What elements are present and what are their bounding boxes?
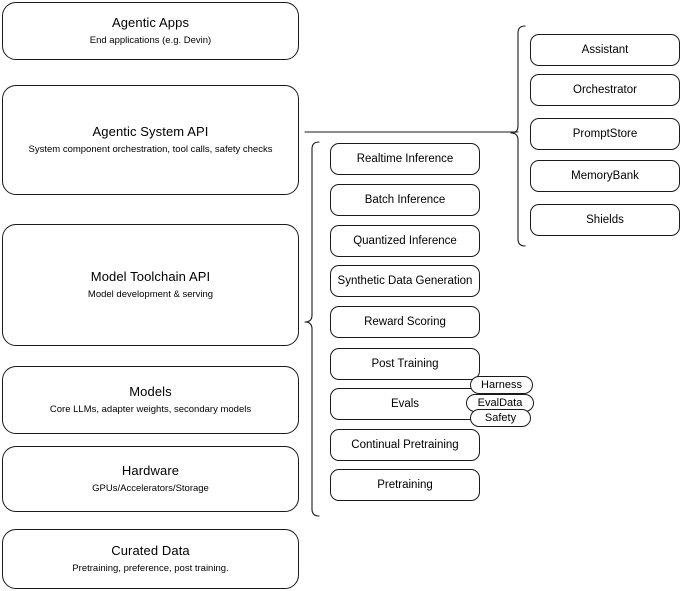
- capability-box-quantized-inference[interactable]: Quantized Inference: [330, 225, 480, 257]
- capability-box-pretraining[interactable]: Pretraining: [330, 469, 480, 501]
- layer-subtitle-model-toolchain-api: Model development & serving: [87, 289, 214, 300]
- capability-label-pretraining: Pretraining: [377, 479, 433, 491]
- layer-subtitle-models: Core LLMs, adapter weights, secondary mo…: [49, 404, 252, 415]
- capability-label-reward-scoring: Reward Scoring: [364, 316, 446, 328]
- capability-box-batch-inference[interactable]: Batch Inference: [330, 184, 480, 216]
- capability-label-continual-pretraining: Continual Pretraining: [351, 439, 459, 451]
- capability-label-quantized-inference: Quantized Inference: [353, 235, 457, 247]
- component-box-orchestrator[interactable]: Orchestrator: [530, 74, 680, 106]
- eval-pill-label-harness: Harness: [481, 378, 522, 391]
- layer-title-agentic-apps: Agentic Apps: [111, 15, 190, 30]
- component-box-shields[interactable]: Shields: [530, 204, 680, 236]
- layer-box-model-toolchain-api[interactable]: Model Toolchain API Model development & s…: [2, 224, 299, 346]
- capability-box-continual-pretraining[interactable]: Continual Pretraining: [330, 429, 480, 461]
- capability-box-post-training[interactable]: Post Training: [330, 348, 480, 380]
- component-label-assistant: Assistant: [581, 44, 629, 56]
- component-label-memorybank: MemoryBank: [571, 170, 639, 182]
- component-box-memorybank[interactable]: MemoryBank: [530, 160, 680, 192]
- component-box-promptstore[interactable]: PromptStore: [530, 118, 680, 150]
- layer-title-agentic-system-api: Agentic System API: [92, 124, 209, 139]
- component-label-orchestrator: Orchestrator: [573, 84, 637, 96]
- capability-box-reward-scoring[interactable]: Reward Scoring: [330, 306, 480, 338]
- layer-title-hardware: Hardware: [121, 463, 180, 478]
- capability-box-realtime-inference[interactable]: Realtime Inference: [330, 143, 480, 175]
- layer-subtitle-hardware: GPUs/Accelerators/Storage: [92, 483, 209, 494]
- capability-label-evals: Evals: [390, 398, 420, 410]
- layer-subtitle-agentic-apps: End applications (e.g. Devin): [89, 35, 212, 46]
- capability-label-batch-inference: Batch Inference: [364, 194, 446, 206]
- layer-title-model-toolchain-api: Model Toolchain API: [90, 269, 211, 284]
- layer-box-agentic-system-api[interactable]: Agentic System API System component orche…: [2, 85, 299, 195]
- component-box-assistant[interactable]: Assistant: [530, 34, 680, 66]
- eval-pill-harness[interactable]: Harness: [470, 376, 533, 394]
- layer-title-curated-data: Curated Data: [111, 543, 190, 558]
- eval-pill-safety[interactable]: Safety: [470, 409, 531, 427]
- component-label-promptstore: PromptStore: [572, 128, 638, 140]
- eval-pill-label-safety: Safety: [484, 411, 517, 424]
- capability-label-synthetic-data-generation: Synthetic Data Generation: [337, 275, 473, 287]
- capability-label-realtime-inference: Realtime Inference: [356, 153, 454, 165]
- layer-subtitle-agentic-system-api: System component orchestration, tool cal…: [28, 144, 273, 155]
- component-label-shields: Shields: [586, 214, 624, 226]
- capability-label-post-training: Post Training: [371, 358, 439, 370]
- eval-pill-label-evaldata: EvalData: [477, 396, 523, 409]
- layer-subtitle-curated-data: Pretraining, preference, post training.: [72, 563, 229, 574]
- capability-box-synthetic-data-generation[interactable]: Synthetic Data Generation: [330, 265, 480, 297]
- capability-box-evals[interactable]: Evals: [330, 388, 480, 420]
- layer-title-models: Models: [129, 384, 172, 399]
